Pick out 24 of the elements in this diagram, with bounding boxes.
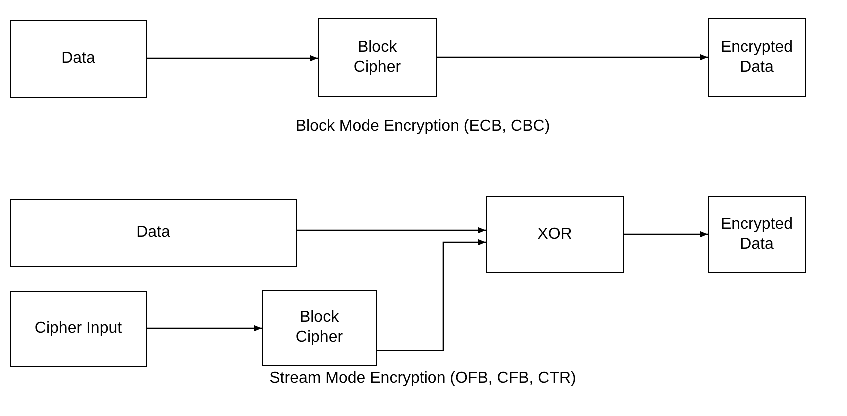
caption: Block Mode Encryption (ECB, CBC)	[296, 118, 550, 136]
process-box	[10, 199, 297, 267]
process-box	[10, 291, 147, 367]
arrow	[437, 54, 708, 61]
caption: Stream Mode Encryption (OFB, CFB, CTR)	[270, 370, 576, 388]
box-label: Block Cipher	[294, 308, 344, 348]
box-label: Cipher Input	[34, 319, 122, 339]
process-box	[486, 196, 624, 273]
process-box	[708, 18, 806, 97]
box-label: Block Cipher	[352, 38, 402, 78]
process-box	[262, 290, 377, 366]
box-label: XOR	[538, 224, 572, 244]
arrow	[147, 325, 262, 332]
box-label: Encrypted Data	[720, 214, 794, 254]
arrow	[624, 231, 708, 238]
process-box	[318, 18, 437, 97]
process-box	[708, 196, 806, 273]
arrow	[147, 55, 318, 62]
arrow	[297, 227, 486, 234]
process-box	[10, 20, 147, 98]
box-label: Encrypted Data	[720, 38, 794, 78]
arrow	[377, 239, 486, 352]
box-label: Data	[62, 49, 96, 69]
box-label: Data	[136, 223, 170, 243]
